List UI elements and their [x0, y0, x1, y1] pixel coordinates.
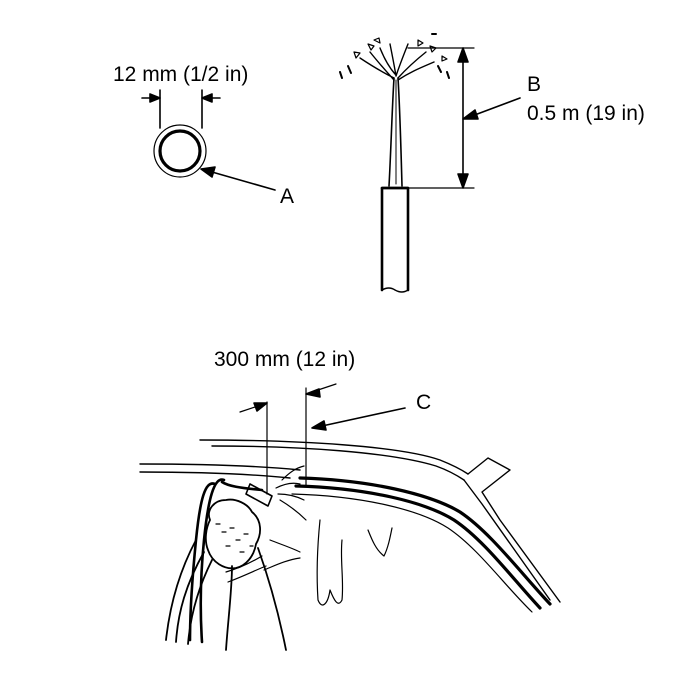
water-splash [359, 43, 435, 81]
callout-c-label: C [416, 391, 432, 414]
water-run-1 [316, 519, 344, 606]
height-arrow-bottom [457, 173, 469, 189]
leader-line-b [471, 97, 521, 117]
hose-pipe [380, 186, 410, 292]
height-arrow-top [457, 47, 469, 63]
hose-loop-2 [199, 478, 226, 644]
water-run-2 [367, 527, 393, 557]
forearm [225, 547, 287, 651]
gloved-hand [204, 498, 261, 570]
leader-arrow-c [311, 420, 327, 431]
hose-cross-section [141, 89, 276, 191]
water-jet-figure [339, 33, 521, 293]
hose-lead [220, 480, 264, 492]
roof-rail-lower [139, 471, 291, 479]
dim-arrow-left [149, 93, 161, 103]
hose-coils [165, 539, 213, 645]
leader-line-c [321, 407, 406, 427]
dim-arrow-right [201, 93, 213, 103]
water-spray [339, 33, 450, 79]
pillar-outline [463, 457, 561, 603]
leader-arrow-b [462, 109, 479, 120]
hose-nozzle [245, 483, 273, 507]
hose-outer-wall [153, 124, 207, 178]
leader-line-a [211, 171, 276, 191]
jet-stream-right [397, 77, 403, 187]
distance-label: 300 mm (12 in) [214, 348, 356, 371]
hose-break-line [381, 287, 409, 293]
leader-arrow-a [200, 166, 216, 178]
roof-rail-upper [139, 463, 301, 471]
callout-b-label: B [527, 73, 542, 96]
hose-inner-bore [158, 129, 202, 173]
water-droplets [353, 37, 448, 62]
door-seal-edge [291, 493, 533, 613]
door-seal-inner [294, 484, 542, 610]
callout-a-label: A [280, 185, 295, 208]
hose-diameter-label: 12 mm (1/2 in) [113, 63, 249, 86]
glove-texture [215, 523, 254, 553]
glove-cuff [225, 555, 267, 583]
door-seal-outer [298, 476, 552, 606]
jet-stream-left [388, 77, 395, 187]
distance-arrow-right [305, 388, 321, 398]
roof-edge-lower [211, 445, 465, 481]
car-water-test-figure [139, 383, 561, 651]
water-height-label: 0.5 m (19 in) [527, 102, 645, 125]
window-reflection [263, 539, 301, 571]
distance-arrow-left [253, 402, 268, 412]
roof-edge-upper [199, 439, 469, 475]
spray-from-nozzle [275, 465, 307, 521]
